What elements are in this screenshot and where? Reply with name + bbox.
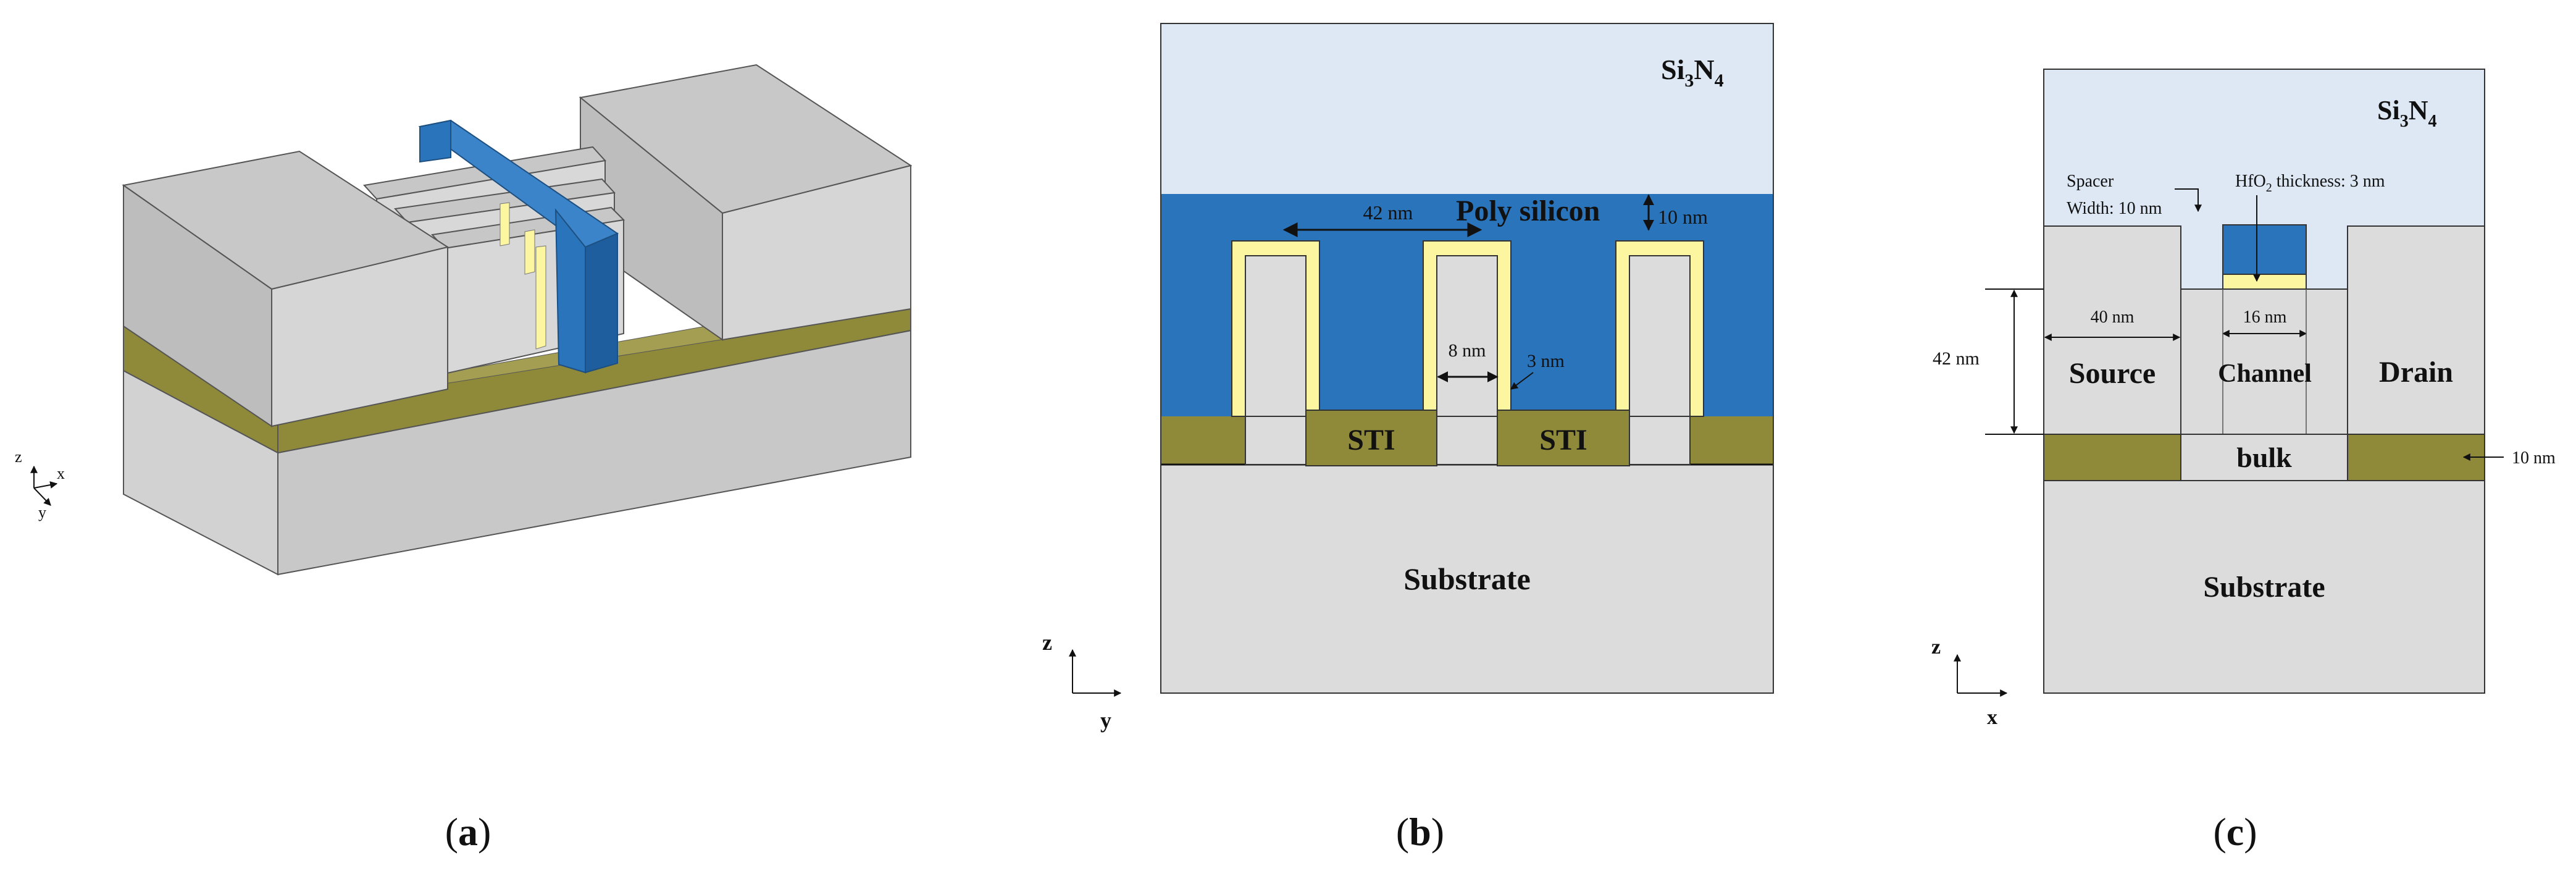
fin-b-1 — [1231, 240, 1320, 465]
gate-oxide-3d-3 — [535, 245, 546, 350]
frame-b — [1160, 23, 1774, 694]
sti-label-right: STI — [1539, 424, 1587, 457]
dim-pitch-label: 42 nm — [1363, 201, 1413, 224]
gate-c — [2222, 224, 2307, 275]
dim-oxide-label: 3 nm — [1527, 351, 1565, 371]
dim-height-label: 42 nm — [1933, 348, 1980, 369]
gate-3d-side — [585, 232, 618, 374]
drain-region — [2347, 225, 2485, 435]
source-label: Source — [2069, 357, 2156, 390]
gate-oxide-3d-2 — [524, 229, 535, 275]
axes-triad-a: z x y — [15, 448, 65, 521]
dim-fin-label: 8 nm — [1449, 340, 1486, 361]
spacer-arrow — [2175, 188, 2202, 212]
caption-c: (c) — [2213, 810, 2257, 854]
axis-y-b: y — [1100, 708, 1111, 733]
caption-b: (b) — [1396, 810, 1444, 854]
caption-a: (a) — [445, 810, 491, 854]
spacer-label-line1: Spacer — [2067, 172, 2114, 191]
gate-3d-left-leg — [419, 119, 451, 163]
bulk-region — [2180, 434, 2348, 481]
fin-b-2 — [1423, 240, 1512, 465]
channel-region — [2180, 288, 2348, 435]
si3n4-label-b: Si3N4 — [1661, 54, 1724, 91]
dim-channel-label: 16 nm — [2243, 308, 2287, 327]
spacer-label-line2: Width: 10 nm — [2067, 199, 2162, 218]
bulk-label: bulk — [2236, 442, 2292, 473]
sti-label-left: STI — [1347, 424, 1395, 457]
substrate-label-c: Substrate — [2203, 571, 2325, 604]
dim-source-label: 40 nm — [2091, 308, 2135, 327]
dim-poly-label: 10 nm — [1658, 206, 1708, 228]
oxide-right-c — [2347, 434, 2485, 481]
panel-b-cross-section: STI STI Si3N4 Poly silicon 42 nm 10 nm 3… — [1042, 23, 1774, 733]
oxide-left-c — [2043, 434, 2181, 481]
substrate-label-b: Substrate — [1403, 562, 1531, 596]
si3n4-label-c: Si3N4 — [2377, 95, 2436, 131]
axis-z-b: z — [1042, 630, 1052, 655]
axis-z-a: z — [15, 448, 22, 466]
axis-y-a: y — [38, 503, 46, 521]
fin-b-3 — [1615, 240, 1704, 465]
frame-c — [2043, 69, 2485, 694]
dim-bulk-label: 10 nm — [2512, 448, 2556, 468]
substrate-region-c — [2044, 481, 2485, 693]
axes-b: z y — [1042, 630, 1122, 733]
sti-block-right — [1497, 410, 1630, 466]
axis-x-c: x — [1987, 706, 1997, 729]
hfo2-layer-c — [2222, 274, 2307, 290]
panel-a-3d-view: z x y — [15, 64, 913, 576]
axis-z-c: z — [1931, 636, 1941, 659]
dim-oxide-arrow — [1510, 372, 1534, 390]
hfo2-label: HfO2 thickness: 3 nm — [2235, 172, 2385, 195]
panel-c-cross-section: Si3N4 Spacer Width: 10 nm HfO2 thickness… — [1931, 69, 2556, 729]
source-region — [2043, 225, 2181, 435]
drain-label: Drain — [2379, 356, 2453, 389]
axes-c: z x — [1931, 636, 2008, 729]
sti-block-left — [1305, 410, 1437, 466]
axis-x-a: x — [57, 465, 65, 482]
poly-silicon-label: Poly silicon — [1456, 195, 1600, 227]
gate-oxide-3d-1 — [500, 202, 510, 246]
source-block-3d-right — [271, 246, 448, 427]
si3n4-region-b — [1161, 23, 1773, 194]
channel-label: Channel — [2218, 360, 2312, 388]
substrate-region-b — [1161, 465, 1773, 693]
